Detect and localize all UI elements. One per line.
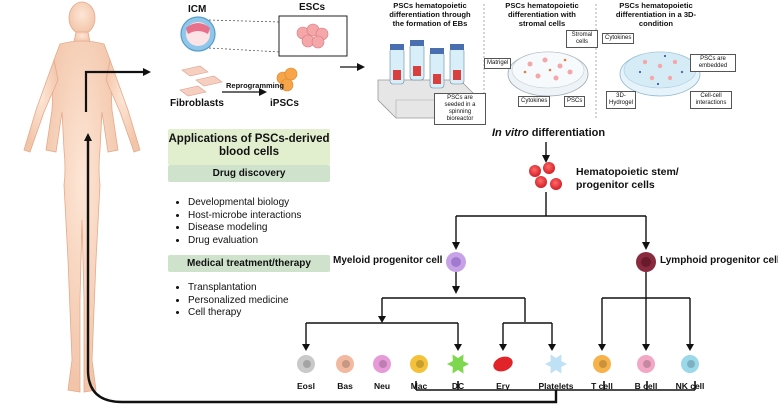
stromal-tag: Stromal cells bbox=[566, 30, 598, 48]
medical-treatment-pill: Medical treatment/therapy bbox=[168, 255, 330, 272]
escs-colony-icon bbox=[296, 23, 329, 49]
cell-bas-icon bbox=[336, 355, 354, 373]
interactions-tag: Cell-cell interactions bbox=[690, 91, 732, 109]
fibroblasts-label: Fibroblasts bbox=[170, 98, 224, 109]
icm-label: ICM bbox=[188, 4, 207, 15]
list-item: Disease modeling bbox=[188, 222, 301, 235]
drug-discovery-pill: Drug discovery bbox=[168, 165, 330, 182]
lymphoid-label: Lymphoid progenitor cell bbox=[660, 255, 778, 266]
hspc-label: Hematopoietic stem/progenitor cells bbox=[576, 166, 679, 191]
cell-label-platelets: Platelets bbox=[538, 381, 574, 391]
hydrogel-icon bbox=[619, 51, 701, 97]
cell-label-neu: Neu bbox=[373, 381, 391, 391]
medical-list: Transplantation Personalized medicine Ce… bbox=[176, 282, 289, 320]
fibroblasts-icon bbox=[179, 65, 223, 97]
list-item: Transplantation bbox=[188, 282, 289, 295]
icm-blastocyst-icon bbox=[180, 16, 216, 52]
drug-discovery-list: Developmental biology Host-microbe inter… bbox=[176, 197, 301, 247]
ipscs-label: iPSCs bbox=[270, 98, 299, 109]
cell-label-mac: Mac bbox=[410, 381, 428, 391]
bioreactor-tag: PSCs are seeded in a spinning bioreactor bbox=[434, 93, 486, 125]
cell-mac-icon bbox=[410, 355, 428, 373]
list-item: Developmental biology bbox=[188, 197, 301, 210]
escs-label: ESCs bbox=[299, 2, 326, 13]
cell-platelets-icon bbox=[545, 354, 567, 374]
cell-label-eosl: Eosl bbox=[297, 381, 315, 391]
list-item: Drug evaluation bbox=[188, 235, 301, 248]
stromal-dish-icon bbox=[507, 51, 589, 97]
embedded-tag: PSCs are embedded bbox=[690, 54, 736, 72]
cell-nkcell-icon bbox=[681, 355, 699, 373]
cell-ery-icon bbox=[493, 356, 513, 372]
cell-label-nkcell: NK cell bbox=[675, 381, 705, 391]
cell-dc-icon bbox=[447, 354, 469, 374]
in-vitro-label: In vitro differentiation bbox=[492, 127, 606, 139]
list-item: Host-microbe interactions bbox=[188, 210, 301, 223]
cytokines-tag-2: Cytokines bbox=[518, 96, 551, 107]
myeloid-label: Myeloid progenitor cell bbox=[333, 255, 443, 266]
cell-tcell-icon bbox=[593, 355, 611, 373]
cell-bcell-icon bbox=[637, 355, 655, 373]
matrigel-tag: Matrigel bbox=[484, 58, 512, 69]
ipscs-icon bbox=[276, 67, 298, 92]
list-item: Cell therapy bbox=[188, 307, 289, 320]
cell-label-dc: DC bbox=[451, 381, 465, 391]
human-figure-icon bbox=[23, 1, 141, 393]
cell-label-bcell: B cell bbox=[634, 381, 658, 391]
hydrogel-tag: 3D-Hydrogel bbox=[606, 91, 636, 109]
pscs-tag: PSCs bbox=[564, 96, 586, 107]
cell-label-bas: Bas bbox=[337, 381, 353, 391]
cell-neu-icon bbox=[373, 355, 391, 373]
reprogramming-label: Reprogramming bbox=[226, 81, 284, 90]
cell-label-tcell: T cell bbox=[591, 381, 613, 391]
cell-eosl-icon bbox=[297, 355, 315, 373]
list-item: Personalized medicine bbox=[188, 295, 289, 308]
hspc-cells-icon bbox=[529, 162, 562, 190]
applications-heading: Applications of PSCs-derived blood cells bbox=[168, 129, 330, 165]
cell-label-ery: Ery bbox=[496, 381, 510, 391]
cytokines-tag-3: Cytokines bbox=[602, 33, 635, 44]
